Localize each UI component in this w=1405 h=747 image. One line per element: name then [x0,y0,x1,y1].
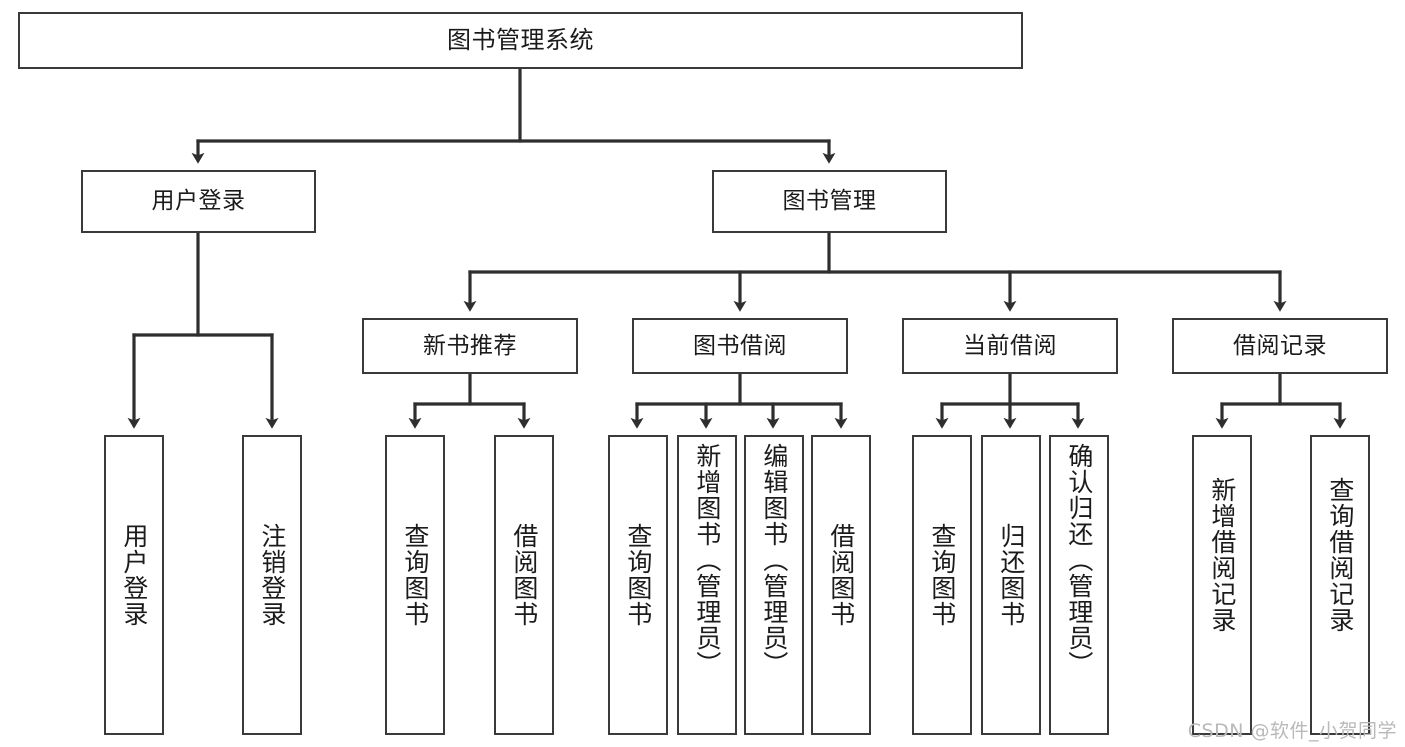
leaf-borrow-edit[interactable]: 编辑图书（管理员） [744,435,804,735]
leaf-borrow-do[interactable]: 借阅图书 [811,435,871,735]
node-label: 注销登录 [257,523,287,627]
leaf-user-logout[interactable]: 注销登录 [242,435,302,735]
leaf-borrow-add[interactable]: 新增图书（管理员） [677,435,737,735]
node-label: 新书推荐 [423,332,517,359]
node-label: 新增图书（管理员） [692,443,722,677]
leaf-cur-confirm[interactable]: 确认归还（管理员） [1049,435,1109,735]
node-user-login[interactable]: 用户登录 [81,170,316,233]
node-new-book-rec[interactable]: 新书推荐 [362,318,578,374]
node-label: 借阅图书 [826,523,856,627]
node-label: 借阅图书 [509,523,539,627]
node-label: 查询图书 [623,523,653,627]
node-label: 查询图书 [927,523,957,627]
leaf-rec-add[interactable]: 新增借阅记录 [1192,435,1252,735]
node-current-borrow[interactable]: 当前借阅 [902,318,1118,374]
leaf-rec-query[interactable]: 查询图书 [385,435,445,735]
node-label: 确认归还（管理员） [1064,443,1094,677]
node-borrow-record[interactable]: 借阅记录 [1172,318,1388,374]
leaf-rec-query2[interactable]: 查询借阅记录 [1310,435,1370,735]
node-label: 查询图书 [400,523,430,627]
node-label: 新增借阅记录 [1207,477,1237,633]
node-label: 归还图书 [996,523,1026,627]
node-label: 图书借阅 [693,332,787,359]
leaf-cur-return[interactable]: 归还图书 [981,435,1041,735]
node-label: 图书管理 [782,188,877,215]
node-label: 用户登录 [119,523,149,627]
node-label: 用户登录 [151,188,246,215]
node-label: 查询借阅记录 [1325,477,1355,633]
watermark-text: CSDN @软件_小贺同学 [1187,720,1397,742]
node-label: 当前借阅 [963,332,1057,359]
node-label: 借阅记录 [1233,332,1327,359]
leaf-cur-query[interactable]: 查询图书 [912,435,972,735]
node-label: 图书管理系统 [447,25,594,54]
node-root-system[interactable]: 图书管理系统 [18,12,1023,69]
leaf-borrow-query[interactable]: 查询图书 [608,435,668,735]
leaf-rec-borrow[interactable]: 借阅图书 [494,435,554,735]
leaf-user-login[interactable]: 用户登录 [104,435,164,735]
node-book-manage[interactable]: 图书管理 [712,170,947,233]
node-book-borrow[interactable]: 图书借阅 [632,318,848,374]
node-label: 编辑图书（管理员） [759,443,789,677]
